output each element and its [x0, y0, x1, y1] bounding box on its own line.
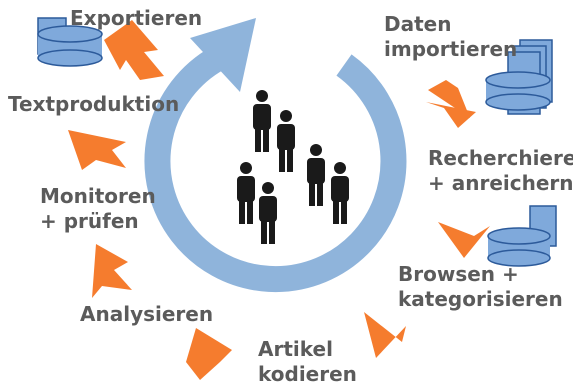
label-line: kodieren [258, 362, 357, 386]
step-label-textproduktion: Textproduktion [8, 92, 179, 117]
label-line: Exportieren [70, 6, 203, 30]
database-icon [487, 205, 557, 267]
cycle-arrow-icon [144, 46, 407, 293]
step-label-monitoren: Monitoren + prüfen [40, 184, 156, 234]
label-line: + prüfen [40, 209, 139, 233]
step-arrow-icon [426, 102, 476, 128]
person-icon [259, 182, 277, 244]
person-icon [307, 144, 325, 206]
label-line: Daten [384, 12, 452, 36]
label-line: Browsen + [398, 262, 519, 286]
step-arrow-icon [438, 222, 490, 258]
label-line: Monitoren [40, 184, 156, 208]
label-line: Recherchieren [428, 146, 573, 170]
person-icon [237, 162, 255, 224]
database-icon [485, 71, 551, 111]
label-line: Textproduktion [8, 92, 180, 116]
step-label-daten-importieren: Daten importieren [384, 12, 517, 62]
person-icon [277, 110, 295, 172]
label-line: Artikel [258, 337, 333, 361]
step-arrow-icon [186, 328, 232, 380]
database-icon [37, 17, 103, 67]
step-arrow-icon [92, 244, 132, 298]
step-label-analysieren: Analysieren [80, 302, 213, 327]
step-arrow-icon [68, 130, 126, 170]
person-icon [253, 90, 271, 152]
step-label-browsen: Browsen + kategorisieren [398, 262, 563, 312]
step-label-exportieren: Exportieren [70, 6, 202, 31]
step-label-artikel-kodieren: Artikel kodieren [258, 337, 357, 387]
label-line: + anreichern [428, 171, 573, 195]
label-line: kategorisieren [398, 287, 563, 311]
people-group-icon [237, 90, 349, 244]
cycle-arrow-head-icon [190, 18, 256, 92]
step-arrow-icon [364, 312, 406, 358]
step-arrow-icon [104, 20, 164, 80]
step-arrow-icon [428, 80, 470, 118]
step-label-recherchieren: Recherchieren + anreichern [428, 146, 573, 196]
label-line: importieren [384, 37, 518, 61]
person-icon [331, 162, 349, 224]
label-line: Analysieren [80, 302, 214, 326]
